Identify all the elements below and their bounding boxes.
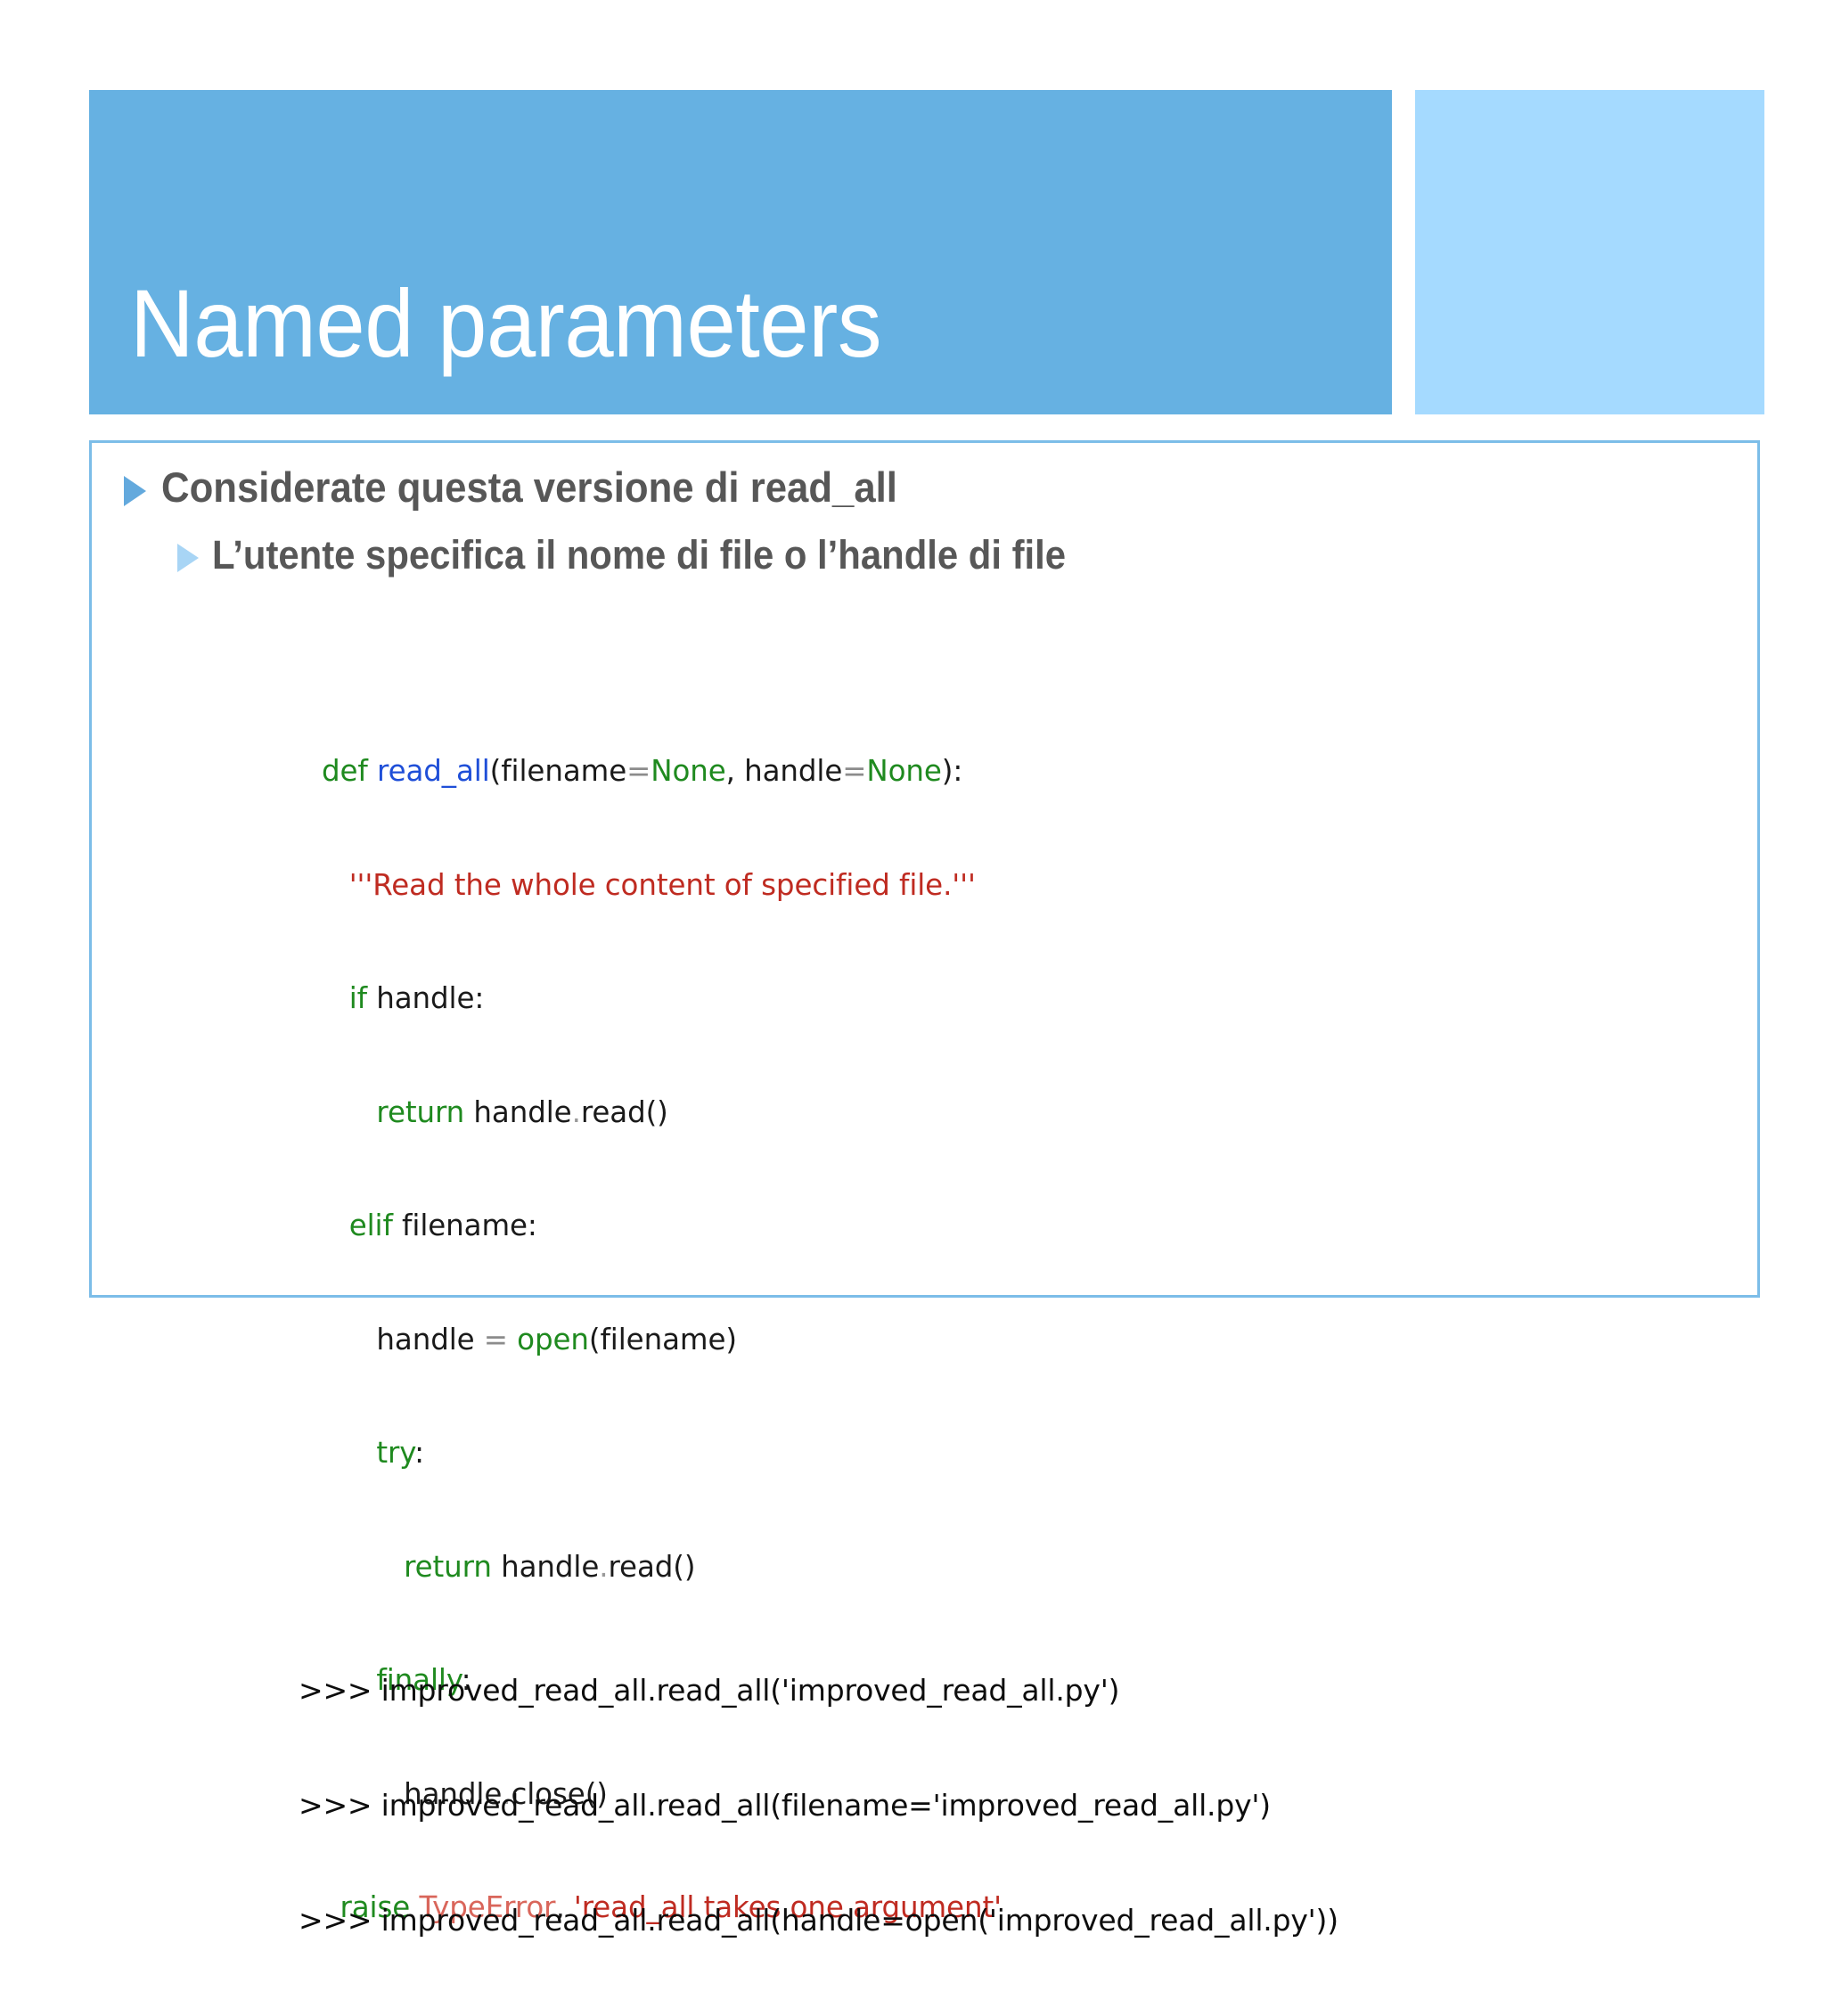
code-line: try:	[376, 1436, 424, 1470]
code-line: return handle.read()	[376, 1094, 668, 1129]
triangle-bullet-icon	[124, 476, 146, 506]
code-line: elif filename:	[348, 1209, 537, 1242]
content-box: Considerate questa versione di read_all …	[89, 440, 1760, 1938]
code-line: return handle.read()	[404, 1549, 696, 1584]
bullet-list: Considerate questa versione di read_all …	[92, 443, 1757, 579]
list-item: Considerate questa versione di read_all	[124, 463, 1736, 512]
code-line: if handle:	[348, 981, 485, 1015]
code-line: handle = open(filename)	[376, 1322, 737, 1356]
triangle-bullet-icon	[177, 544, 199, 573]
repl-line: >>> improved_read_all.read_all('improved…	[299, 1673, 1120, 1708]
title-banner: Named parameters	[89, 90, 1392, 414]
page-title: Named parameters	[130, 269, 882, 377]
bullet-level2-label: L’utente specifica il nome di file o l’h…	[212, 532, 1067, 578]
repl-line: >>> improved_read_all.read_all(filename=…	[299, 1788, 1271, 1823]
slide: Named parameters Considerate questa vers…	[89, 90, 1764, 1938]
code-line: '''Read the whole content of specified f…	[348, 867, 976, 902]
list-item: L’utente specifica il nome di file o l’h…	[177, 531, 1736, 578]
bullet-level1-label: Considerate questa versione di read_all	[161, 463, 897, 511]
repl-transcript: >>> improved_read_all.read_all('improved…	[299, 1594, 1338, 2016]
title-accent-square	[1415, 90, 1764, 414]
repl-line: >>> improved_read_all.read_all(handle=op…	[299, 1903, 1338, 1938]
code-line: def read_all(filename=None, handle=None)…	[322, 754, 963, 788]
